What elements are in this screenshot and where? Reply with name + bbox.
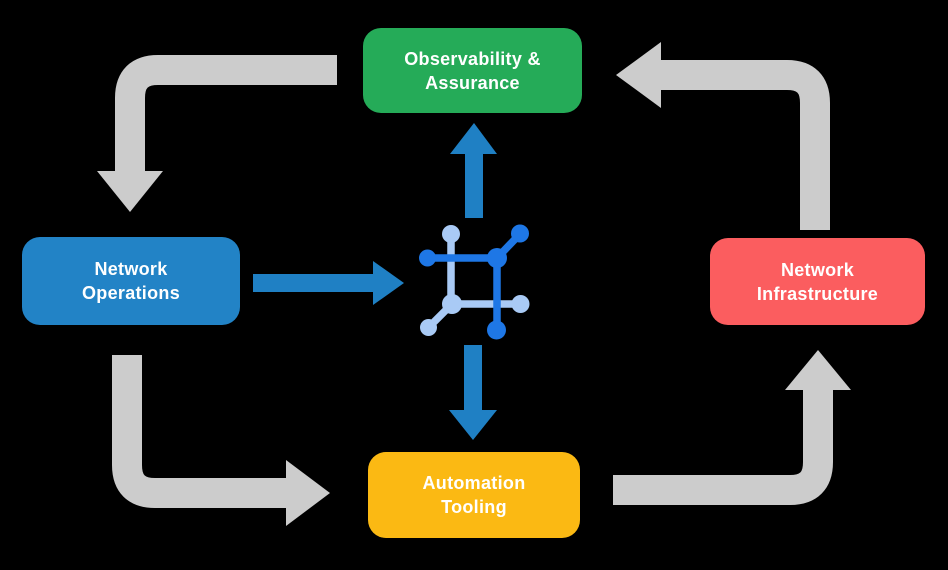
arrow-automation-to-infrastructure [613,350,851,505]
arrow-center-to-observability [450,123,497,218]
arrow-infrastructure-to-observability [616,42,830,230]
node-label-line: Network [94,259,168,279]
node-observability-assurance: Observability & Assurance [363,28,582,113]
icon-dark-strokes [419,224,529,340]
network-automation-icon [419,224,530,340]
node-label-line: Infrastructure [756,283,879,304]
node-automation-tooling: Automation Tooling [368,452,580,538]
node-network-operations: Network Operations [22,237,240,325]
arrow-operations-to-automation [112,355,330,526]
arrow-observability-to-operations [97,55,337,212]
node-label-line: Assurance [425,72,520,93]
icon-light-strokes [420,225,530,336]
node-label-line: Tooling [441,497,507,517]
node-label-line: Network [780,259,855,280]
arrow-operations-to-center [253,261,404,305]
node-label-line: Operations [81,283,181,303]
node-label-line: Observability & [404,48,541,69]
node-label-line: Automation [422,473,526,493]
arrow-center-to-automation [449,345,497,440]
node-network-infrastructure: Network Infrastructure [710,238,925,325]
